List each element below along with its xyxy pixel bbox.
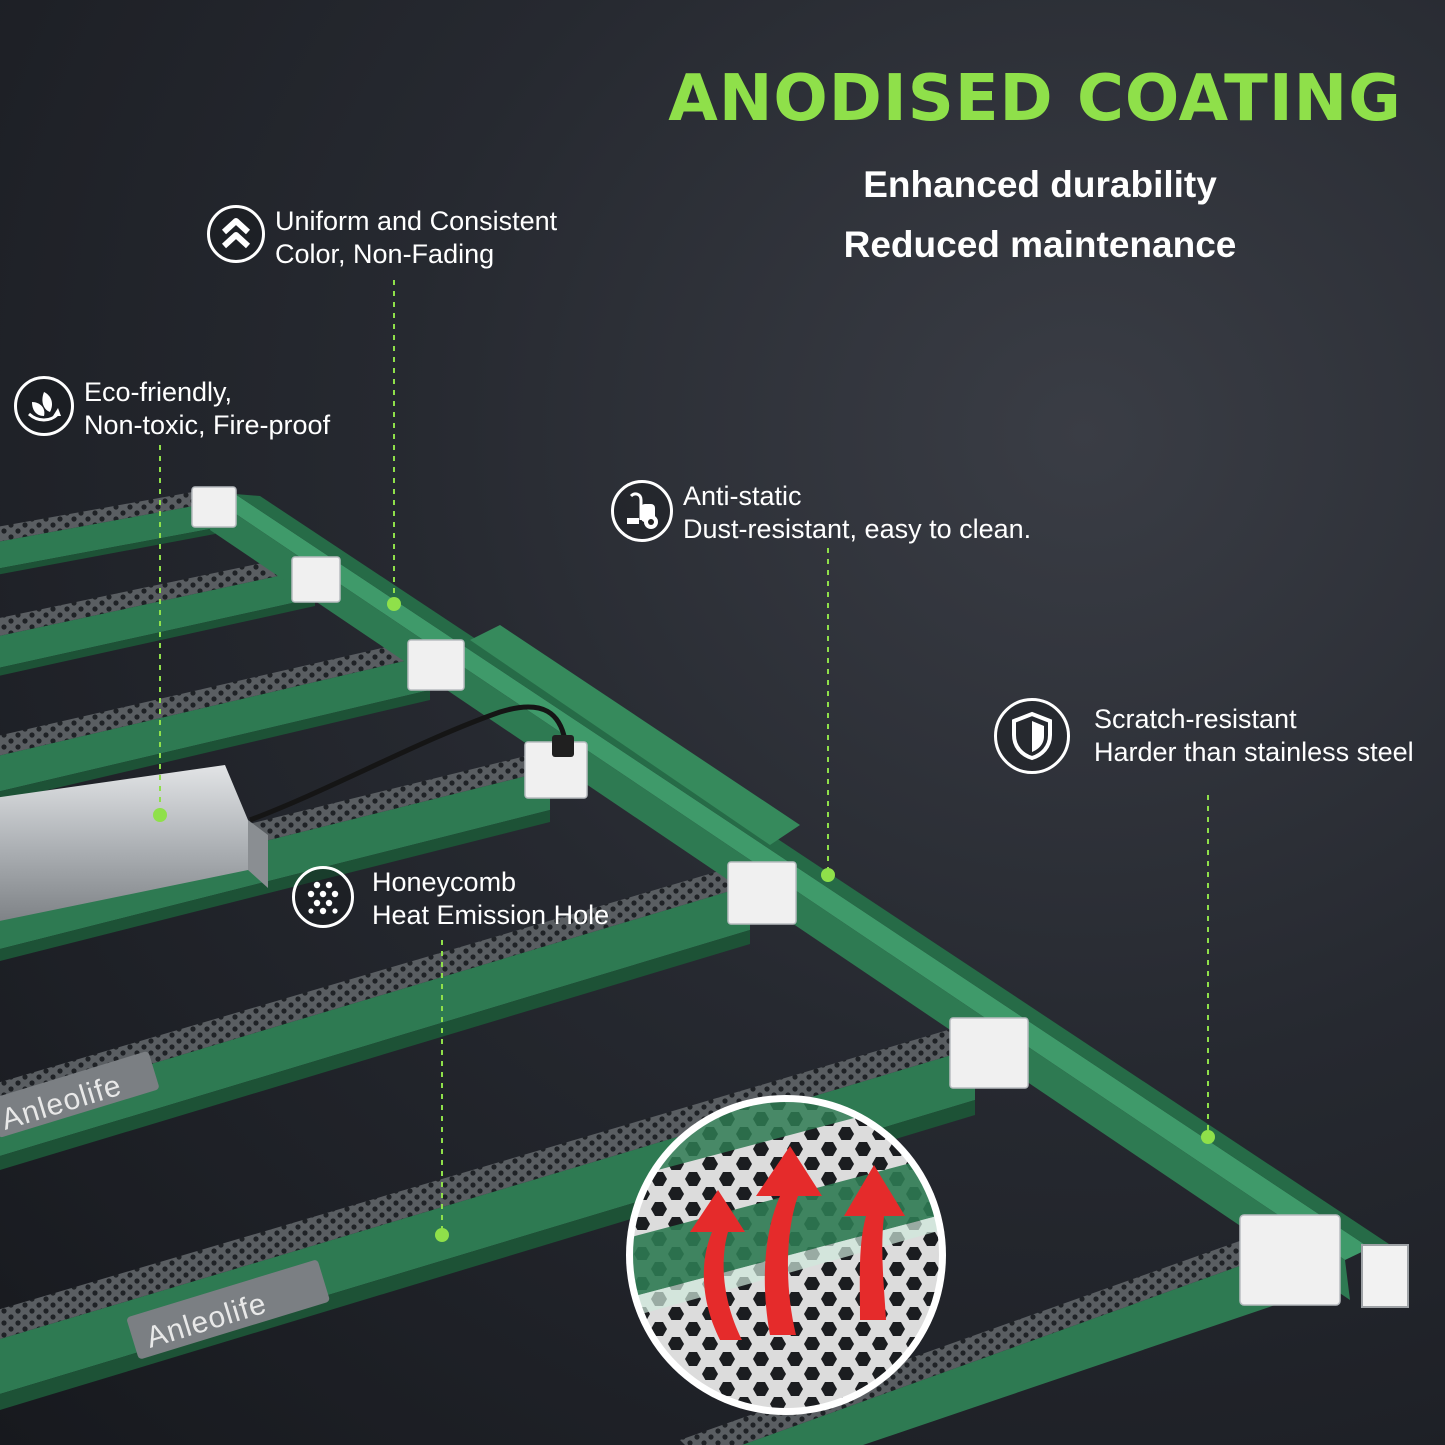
light-bar: Anleolife [0,862,750,1170]
callout-detail: Non-toxic, Fire-proof [84,410,331,440]
chevron-up-icon [207,205,265,263]
connector-clip [727,861,797,925]
honeycomb-zoom-detail [626,1095,946,1415]
light-bar [0,488,215,575]
light-bar [0,552,315,676]
leader-lines [159,280,1209,1232]
heat-arrow-icon [690,1146,905,1340]
connector-clip [949,1017,1029,1089]
callout-title: Honeycomb [372,867,517,897]
connectors [191,486,1341,1306]
subheadline-durability: Enhanced durability [863,164,1217,205]
power-driver [0,704,574,921]
connector-clip [1239,1214,1341,1306]
connector-clip [291,556,341,603]
shield-icon [994,698,1070,774]
honeycomb-dots-icon [292,866,354,928]
callout-detail: Harder than stainless steel [1094,737,1414,767]
subheadline-maintenance: Reduced maintenance [843,224,1237,265]
leaf-recycle-icon [14,376,74,436]
callout-detail: Dust-resistant, easy to clean. [683,514,1032,544]
callout-title: Uniform and Consistent [275,206,558,236]
callout-detail: Heat Emission Hole [372,900,610,930]
vacuum-cleaner-icon [611,480,673,542]
callout-eco-friendly: Eco-friendly,Non-toxic, Fire-proof [14,376,330,442]
callout-detail: Color, Non-Fading [275,239,495,269]
connector-clip [191,486,237,528]
callout-title: Eco-friendly, [84,377,233,407]
callout-title: Anti-static [683,481,802,511]
callout-title: Scratch-resistant [1094,704,1297,734]
leader-dots [153,597,1215,1242]
connector-clip [407,639,465,691]
light-bar [0,637,430,802]
page-title: ANODISED COATING [668,62,1402,136]
